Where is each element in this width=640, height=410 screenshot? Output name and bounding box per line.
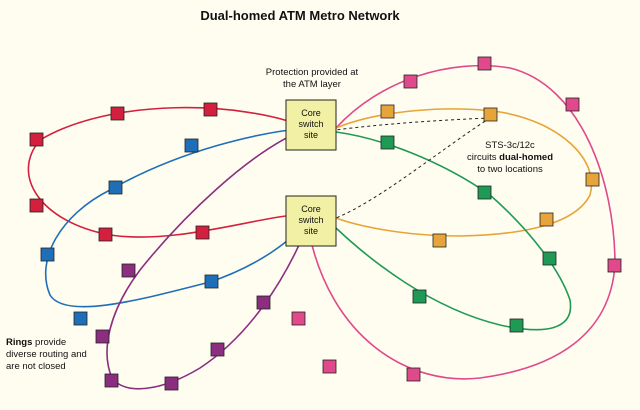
switch-label-line3: site: [304, 130, 318, 140]
protection-annotation: Protection provided at the ATM layer: [266, 67, 359, 90]
red-node: [195, 225, 210, 240]
orange-node: [483, 107, 498, 122]
green-node: [542, 251, 557, 266]
switch-label-line2: switch: [298, 215, 323, 225]
orange-node: [432, 233, 447, 248]
sts-annotation: STS-3c/12c circuits dual-homed to two lo…: [467, 140, 553, 175]
orange-node: [585, 172, 600, 187]
blue-ring-nodes: [40, 138, 219, 326]
purple-node: [164, 376, 179, 391]
blue-node: [108, 180, 123, 195]
core-switch-box: [285, 99, 337, 151]
green-ring-nodes: [380, 135, 557, 333]
green-node: [509, 318, 524, 333]
sts-line2-text: circuits: [467, 152, 497, 163]
switch-label-line3: site: [304, 226, 318, 236]
sts-line2-bold: dual-homed: [499, 152, 553, 163]
orange-ring-nodes: [380, 104, 600, 248]
ring-red: [27, 106, 309, 238]
core-switch-bottom: Core switch site: [285, 195, 337, 247]
rings-line3: are not closed: [6, 361, 66, 372]
pink-node: [291, 311, 306, 326]
sts-line1: STS-3c/12c: [485, 140, 535, 151]
pink-node: [607, 258, 622, 273]
ring-green: [335, 131, 572, 331]
rings-annotation: Rings provide diverse routing and are no…: [6, 337, 87, 372]
ring-purple: [106, 127, 309, 390]
blue-node: [40, 247, 55, 262]
rings-line1-bold: Rings: [6, 337, 32, 348]
pink-node: [406, 367, 421, 382]
orange-node: [539, 212, 554, 227]
protection-line2: the ATM layer: [283, 79, 341, 90]
purple-node: [210, 342, 225, 357]
switch-label-line1: Core: [301, 108, 321, 118]
red-node: [203, 102, 218, 117]
pink-node: [403, 74, 418, 89]
purple-ring-nodes: [95, 263, 271, 391]
core-switch-top: Core switch site: [285, 99, 337, 151]
pink-ring-nodes: [291, 56, 622, 382]
purple-node: [256, 295, 271, 310]
circuit-dashed-top: [335, 117, 491, 131]
purple-node: [104, 373, 119, 388]
blue-node: [204, 274, 219, 289]
red-node: [29, 198, 44, 213]
blue-node: [73, 311, 88, 326]
circuit-dashed-bottom: [335, 117, 491, 219]
pink-node: [477, 56, 492, 71]
ring-pink: [307, 64, 616, 380]
rings-line1: Rings provide: [6, 337, 66, 348]
red-node: [98, 227, 113, 242]
pink-node: [322, 359, 337, 374]
pink-node: [565, 97, 580, 112]
sts-line2: circuits dual-homed: [467, 152, 553, 163]
diagram-title: Dual-homed ATM Metro Network: [200, 8, 400, 23]
sts-line3: to two locations: [477, 164, 543, 175]
purple-node: [95, 329, 110, 344]
red-ring-nodes: [29, 102, 218, 242]
red-node: [110, 106, 125, 121]
core-switch-box: [285, 195, 337, 247]
green-node: [412, 289, 427, 304]
ring-orange: [335, 108, 593, 237]
rings-line2: diverse routing and: [6, 349, 87, 360]
green-node: [380, 135, 395, 150]
rings-line1-text: provide: [35, 337, 66, 348]
green-node: [477, 185, 492, 200]
ring-blue: [45, 127, 309, 308]
red-node: [29, 132, 44, 147]
switch-label-line1: Core: [301, 204, 321, 214]
purple-node: [121, 263, 136, 278]
orange-node: [380, 104, 395, 119]
switch-label-line2: switch: [298, 119, 323, 129]
blue-node: [184, 138, 199, 153]
protection-line1: Protection provided at: [266, 67, 359, 78]
